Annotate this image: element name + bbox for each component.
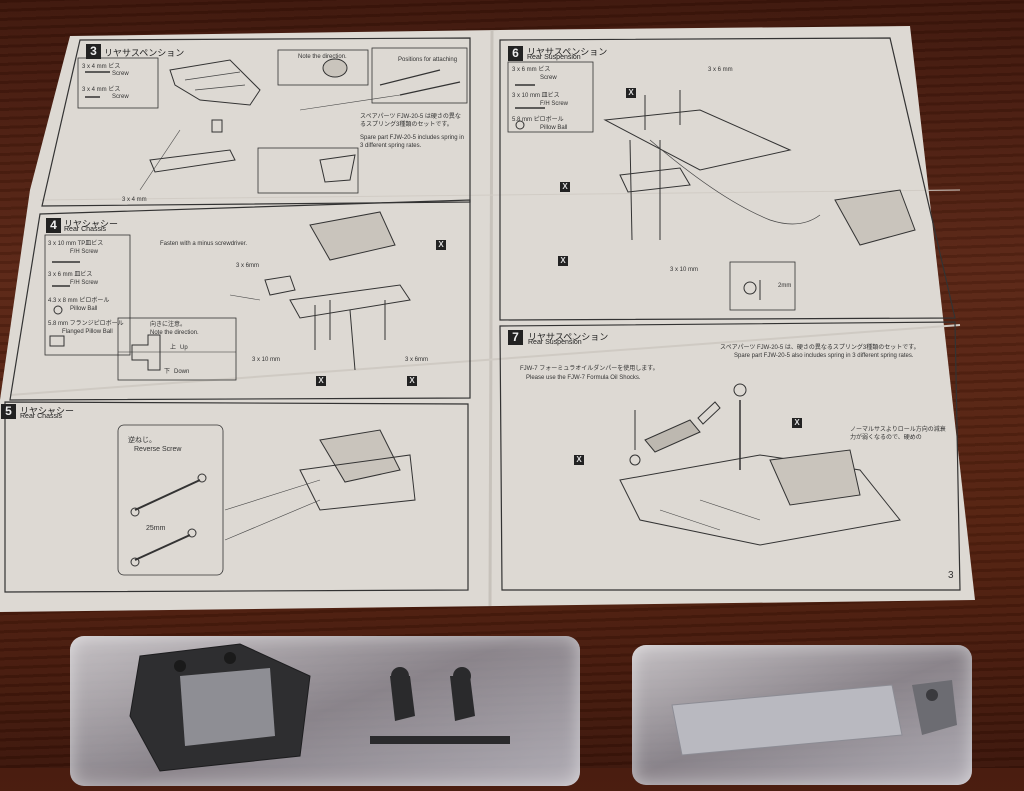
step7-title-en: Rear Suspension <box>528 339 582 346</box>
step7-spare-jp: スペアパーツ FJW-20-5 は、硬さの異なるスプリング3種類のセットです。 <box>720 345 920 351</box>
step5-reverse: Reverse Screw <box>134 446 182 453</box>
fold-line-vertical <box>488 29 494 607</box>
step4-dim1: 3 x 6mm <box>236 263 260 269</box>
step4-parts-box <box>44 234 131 356</box>
step4-down: Down <box>174 369 190 375</box>
step4-direction-box <box>117 317 237 381</box>
step3-spare-jp: スペアパーツ FJW-20-5 は硬さの異なるスプリング3種類のセットです。 <box>360 114 461 128</box>
step6-part2-en: F/H Screw <box>540 101 569 107</box>
step7-oil-en: Please use the FJW-7 Formula Oil Shocks. <box>526 375 641 381</box>
step4-title-jp: リヤシャシー <box>64 219 119 229</box>
x-mark: X <box>560 182 570 192</box>
step7-normal-jp: ノーマルサスよりロール方向の減衰力が弱くなるので、硬めの <box>850 427 946 441</box>
step7-title-jp: リヤサスペンション <box>528 332 609 342</box>
step4-title-en: Rear Chassis <box>64 226 107 233</box>
step6-title-jp: リヤサスペンション <box>527 47 608 57</box>
step6-part3: 5.8 mm ピロボール <box>512 117 564 123</box>
step4-up-jp: 上 <box>170 345 177 351</box>
step4-number: 4 <box>46 218 61 233</box>
step5-title-en: Rear Chassis <box>20 413 63 420</box>
step4-part1-en: F/H Screw <box>70 249 99 255</box>
step4-part2: 3 x 6 mm 皿ビス <box>48 272 93 278</box>
step6-part1-en: Screw <box>540 75 557 81</box>
step7-number: 7 <box>508 330 523 345</box>
paper <box>0 26 975 612</box>
fold-line-horizontal <box>9 324 961 396</box>
panel-step7 <box>499 321 961 591</box>
panel-step6 <box>499 37 956 321</box>
step7-oil-jp: FJW-7 フォーミュラオイルダンパーを使用します。 <box>520 366 659 372</box>
step6-number: 6 <box>508 46 523 61</box>
step4-part3: 4.3 x 8 mm ピロボール <box>48 298 110 304</box>
step3-note-direction: Note the direction. <box>298 54 347 60</box>
x-mark: X <box>626 88 636 98</box>
step4-part4-en: Flanged Pillow Ball <box>62 329 113 335</box>
step4-part1: 3 x 10 mm TP皿ビス <box>48 241 104 247</box>
page-number: 3 <box>948 570 954 581</box>
step6-title-en: Rear Suspension <box>527 54 581 61</box>
step6-dim1: 3 x 6 mm <box>708 67 733 73</box>
step3-title-jp: リヤサスペンション <box>104 48 185 58</box>
step4-down-jp: 下 <box>164 369 171 375</box>
step3-part1: 3 x 4 mm ビス <box>82 64 121 70</box>
step7-spare-en: Spare part FJW-20-5 also includes spring… <box>734 353 914 359</box>
x-mark: X <box>574 455 584 465</box>
step4-note-direction-jp: 向きに注意。 <box>150 322 187 328</box>
panel-step4 <box>9 199 471 401</box>
step6-parts-box <box>507 61 594 133</box>
step3-number: 3 <box>86 44 101 59</box>
step4-part2-en: F/H Screw <box>70 280 99 286</box>
step6-dim3: 2mm <box>778 283 792 289</box>
step4-dim3: 3 x 6mm <box>405 357 429 363</box>
step3-spare-en: Spare part FJW-20-5 includes spring in 3… <box>360 135 464 149</box>
chassis-parts <box>129 643 510 772</box>
step6-part3-en: Pillow Ball <box>540 125 568 131</box>
instruction-sheet: 3 リヤサスペンション 4 リヤシャシー Rear Chassis 5 リヤシャ… <box>0 26 975 612</box>
step5-length: 25mm <box>146 525 166 532</box>
step4-up: Up <box>180 345 188 351</box>
step6-dim2: 3 x 10 mm <box>670 267 699 273</box>
step3-parts-box <box>77 57 159 109</box>
step6-part1: 3 x 6 mm ビス <box>512 67 551 73</box>
step4-note-direction: Note the direction. <box>150 330 199 336</box>
small-parts <box>671 680 957 756</box>
step3-dim: 3 x 4 mm <box>122 197 147 203</box>
step3-note-attach: Positions for attaching <box>398 57 458 63</box>
x-mark: X <box>436 240 446 250</box>
step6-detail-box <box>729 261 796 311</box>
x-mark: X <box>316 376 326 386</box>
panel-step5 <box>4 401 469 593</box>
step4-part3-en: Pillow Ball <box>70 306 98 312</box>
x-mark: X <box>407 376 417 386</box>
step3-part2-en: Screw <box>112 94 129 100</box>
step5-reverse-jp: 逆ねじ。 <box>128 437 156 444</box>
sheet-drawing <box>0 26 975 612</box>
step3-part1-en: Screw <box>112 71 129 77</box>
parts-bag-left <box>70 636 580 786</box>
x-mark: X <box>792 418 802 428</box>
step5-title-jp: リヤシャシー <box>20 406 75 416</box>
step4-part4: 5.8 mm フランジピロボール <box>48 321 124 327</box>
step3-part2: 3 x 4 mm ビス <box>82 87 121 93</box>
step6-part2: 3 x 10 mm 皿ビス <box>512 93 560 99</box>
step5-reverse-box <box>117 424 224 576</box>
parts-bag-right <box>632 645 972 785</box>
x-mark: X <box>558 256 568 266</box>
step5-number: 5 <box>1 404 16 419</box>
step4-note-minus: Fasten with a minus screwdriver. <box>160 241 248 247</box>
step4-dim2: 3 x 10 mm <box>252 357 281 363</box>
